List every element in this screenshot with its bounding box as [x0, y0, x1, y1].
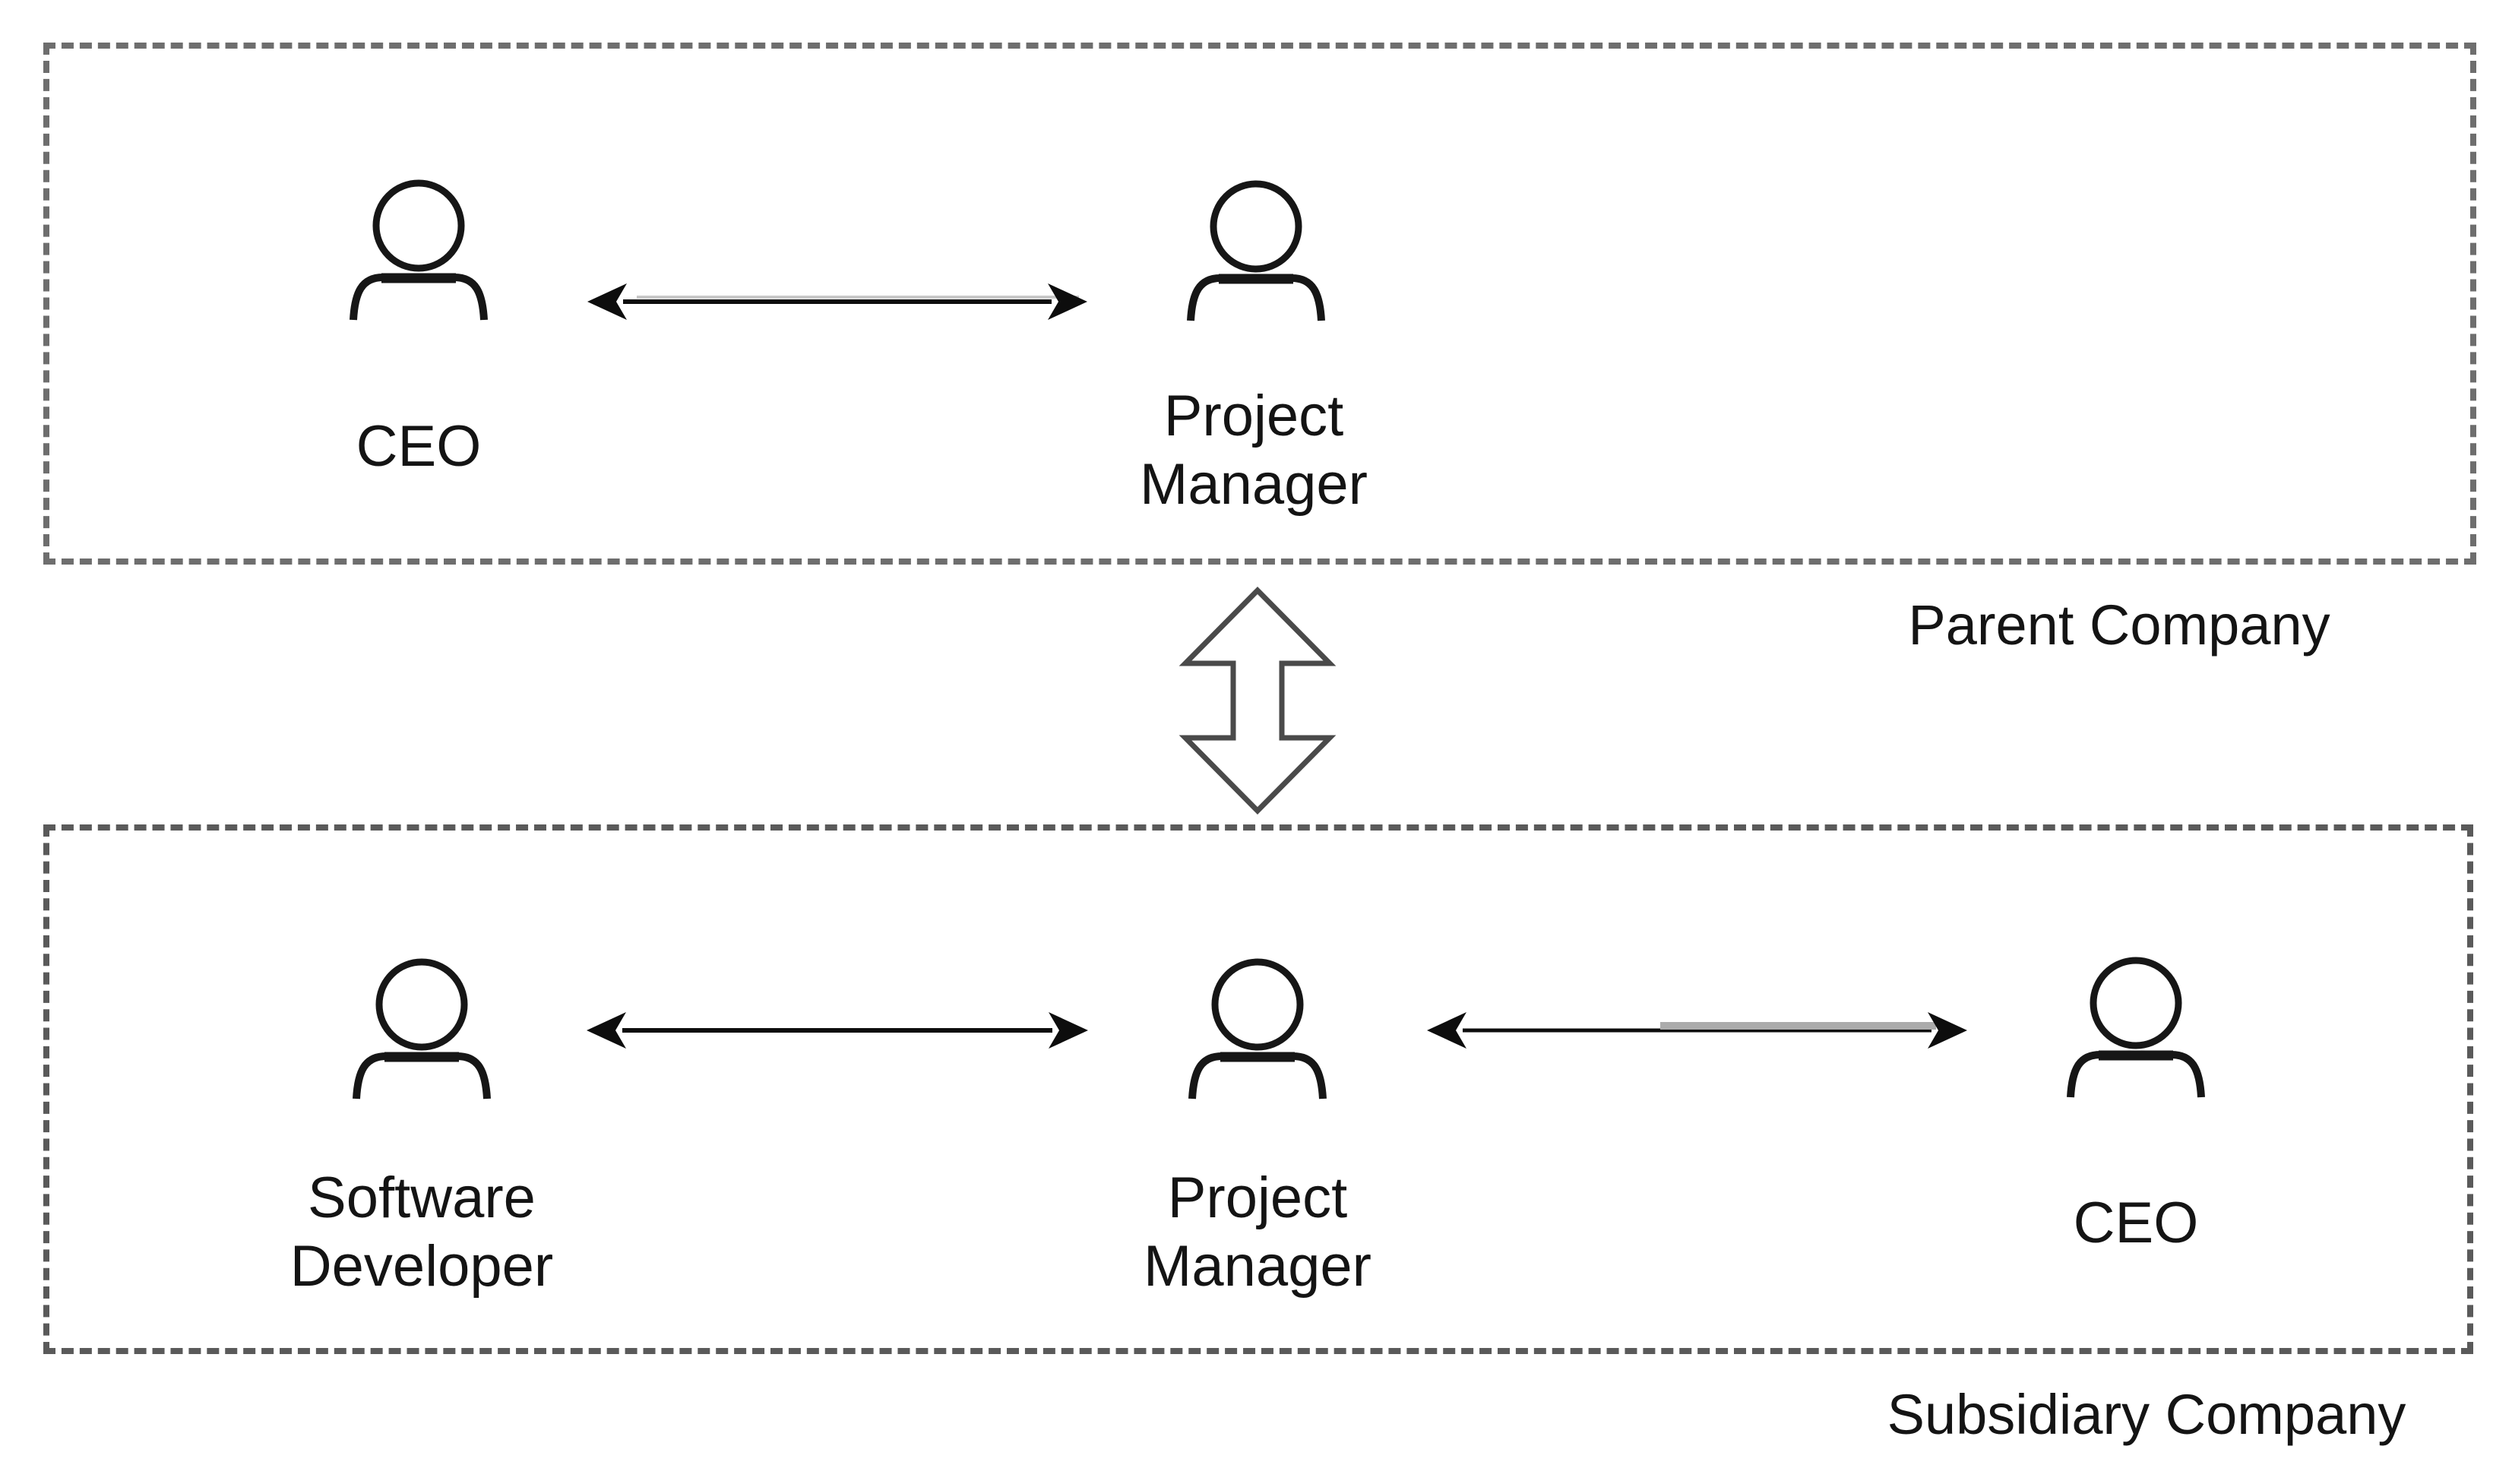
- user-icon: [349, 179, 489, 323]
- person-parent-ceo: [349, 179, 489, 323]
- user-icon: [1188, 957, 1327, 1102]
- parent-company-box: [43, 43, 2476, 565]
- parent-subsidiary-double-arrow-icon: [1178, 587, 1337, 815]
- user-icon: [2066, 956, 2206, 1100]
- person-sub-ceo-label: CEO: [2073, 1191, 2199, 1255]
- person-parent-project-manager-label: Project Manager: [1140, 384, 1368, 517]
- user-icon: [1186, 179, 1326, 324]
- person-sub-software-developer: [352, 957, 492, 1102]
- person-sub-project-manager: [1188, 957, 1327, 1102]
- subsidiary-company-caption: Subsidiary Company: [1887, 1383, 2406, 1446]
- user-icon: [352, 957, 492, 1102]
- parent-company-caption: Parent Company: [1908, 593, 2330, 657]
- person-sub-ceo: [2066, 956, 2206, 1100]
- person-sub-software-developer-label: Software Developer: [289, 1166, 554, 1299]
- person-parent-ceo-label: CEO: [356, 414, 482, 479]
- person-parent-project-manager: [1186, 179, 1326, 324]
- subsidiary-company-box: [43, 824, 2473, 1354]
- person-sub-project-manager-label: Project Manager: [1144, 1166, 1371, 1299]
